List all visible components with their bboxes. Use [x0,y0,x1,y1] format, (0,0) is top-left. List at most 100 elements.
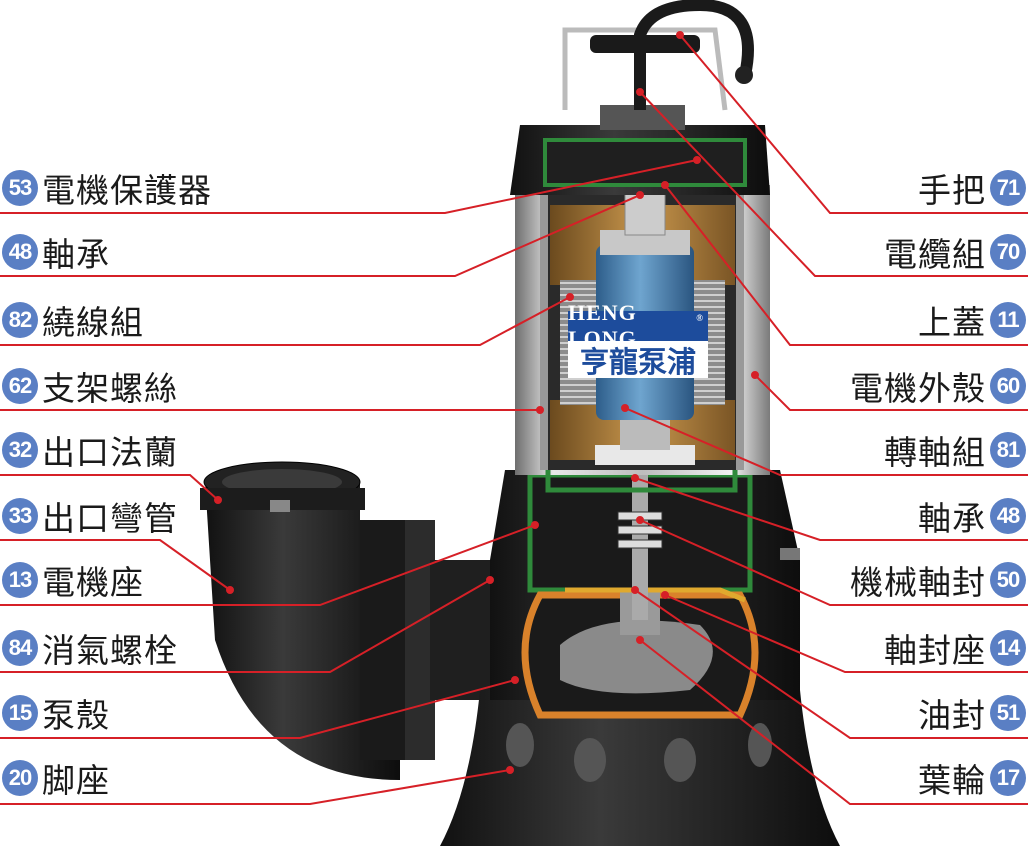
foot-base [440,690,840,846]
leader-line [0,296,571,346]
part-number-badge: 81 [990,432,1026,468]
leader-dot [226,586,234,594]
brand-name-zh: 亨龍泵浦 [568,341,708,379]
leader-line [639,91,1028,277]
part-name: 上蓋 [918,303,986,342]
leader-dot [636,88,644,96]
part-number-badge: 84 [2,630,38,666]
leader-dot [693,156,701,164]
leader-line [754,374,1028,411]
leader-dot [631,474,639,482]
leader-line [639,639,1028,805]
leader-line [639,519,1028,606]
part-name: 轉軸組 [884,433,986,472]
part-number-badge: 53 [2,170,38,206]
part-name: 葉輪 [918,761,986,800]
leader-line [664,594,1028,673]
part-number-badge: 14 [990,630,1026,666]
leader-line [0,769,511,805]
part-name: 軸承 [42,235,110,274]
part-number-badge: 62 [2,368,38,404]
part-name: 手把 [918,171,986,210]
leader-dot [751,371,759,379]
leader-line [0,474,219,501]
leader-dot [621,404,629,412]
leader-dot [531,521,539,529]
leader-dot [536,406,544,414]
leader-line [0,194,641,277]
part-name: 油封 [918,696,986,735]
leader-dot [636,636,644,644]
leader-dot [676,31,684,39]
part-name: 電機保護器 [42,171,212,210]
leader-dot [661,181,669,189]
part-name: 繞線組 [42,303,144,342]
leader-line [634,477,1028,541]
leader-dot [506,766,514,774]
brand-name-en: HENG LONG [568,300,637,351]
leader-line [0,679,516,739]
leader-dot [636,516,644,524]
part-name: 消氣螺栓 [42,631,178,670]
part-name: 軸承 [918,499,986,538]
part-number-badge: 60 [990,368,1026,404]
brand-logo: HENG LONG® 亨龍泵浦 [568,300,708,379]
impeller [560,620,713,694]
part-name: 出口彎管 [42,499,178,538]
outlet-elbow [200,461,520,780]
leader-dot [661,591,669,599]
part-name: 電機座 [42,563,144,602]
leader-dot [214,496,222,504]
part-name: 機械軸封 [850,563,986,602]
part-name: 電纜組 [884,235,986,274]
part-number-badge: 15 [2,695,38,731]
part-name: 泵殼 [42,696,110,735]
part-number-badge: 70 [990,234,1026,270]
leader-dot [631,586,639,594]
leader-line [0,159,698,214]
leader-line [0,579,491,673]
part-number-badge: 11 [990,302,1026,338]
part-number-badge: 82 [2,302,38,338]
part-name: 支架螺絲 [42,369,178,408]
part-number-badge: 48 [990,498,1026,534]
leader-lines [0,31,1028,805]
leader-dot [566,293,574,301]
part-number-badge: 50 [990,562,1026,598]
leader-line [624,407,1028,476]
part-number-badge: 17 [990,760,1026,796]
part-name: 電機外殼 [850,369,986,408]
leader-dot [511,676,519,684]
part-name: 脚座 [42,761,110,800]
part-number-badge: 33 [2,498,38,534]
part-number-badge: 71 [990,170,1026,206]
leader-line [0,524,536,606]
part-number-badge: 20 [2,760,38,796]
base-openings [506,723,772,782]
part-number-badge: 51 [990,695,1026,731]
part-number-badge: 32 [2,432,38,468]
leader-dot [486,576,494,584]
cable [634,0,754,110]
part-number-badge: 48 [2,234,38,270]
